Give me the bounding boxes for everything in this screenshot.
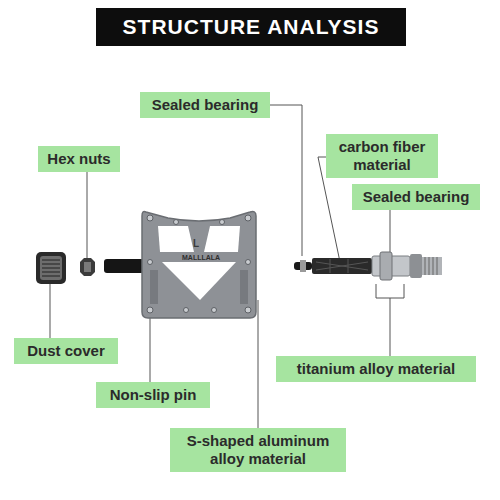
callout-text: titanium alloy material: [297, 360, 455, 378]
spindle-stub: [104, 259, 144, 273]
callout-box: Non-slip pin: [96, 382, 210, 408]
callout-text: carbon fiber material: [332, 138, 432, 174]
callout-text: Hex nuts: [47, 150, 110, 168]
callout-text: Sealed bearing: [152, 96, 259, 114]
callout-text: Non-slip pin: [110, 386, 197, 404]
callout-box: Sealed bearing: [140, 92, 270, 118]
callout-box: titanium alloy material: [276, 356, 476, 382]
callout-text: Sealed bearing: [363, 188, 470, 206]
side-mark: L: [193, 238, 199, 249]
callout-box: Hex nuts: [38, 146, 120, 172]
pedal-body: [142, 212, 256, 319]
callout-box: carbon fiber material: [326, 134, 438, 178]
callout-box: S-shaped aluminum alloy material: [170, 428, 346, 472]
title-band: STRUCTURE ANALYSIS: [96, 8, 406, 46]
brand-text: MALLLALA: [182, 254, 220, 261]
callout-text: Dust cover: [27, 342, 105, 360]
axle: [294, 252, 442, 280]
callout-text: S-shaped aluminum alloy material: [176, 432, 340, 468]
hex-nut: [80, 258, 95, 276]
dust-cover: [36, 252, 66, 284]
callout-box: Sealed bearing: [352, 184, 480, 210]
callout-box: Dust cover: [14, 338, 118, 364]
